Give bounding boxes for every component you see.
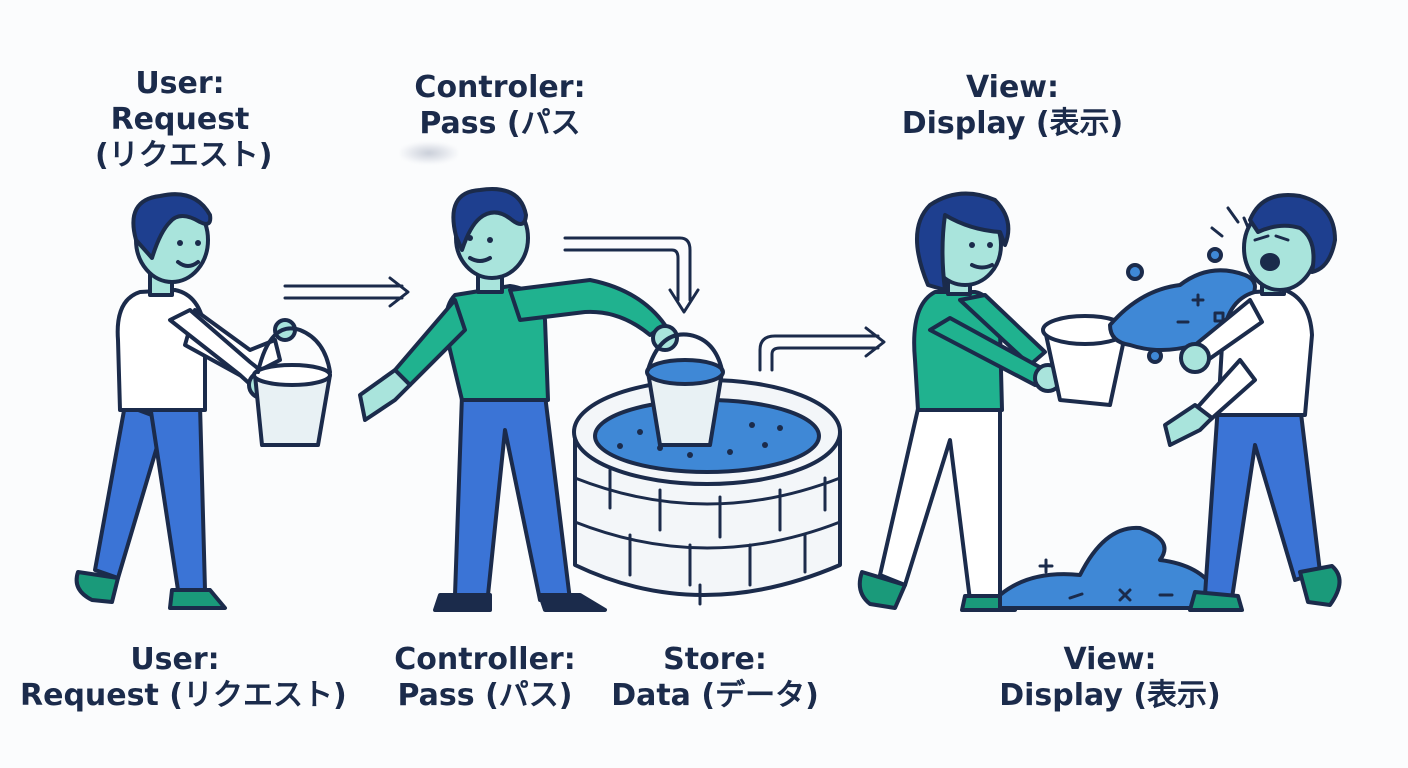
arrow-shaft — [285, 286, 402, 298]
controller-eye-2 — [487, 237, 493, 243]
water-puddle — [1000, 528, 1215, 608]
controller-legs — [455, 395, 570, 600]
controller-hand-left — [360, 370, 410, 420]
user-back-shoe — [77, 572, 118, 602]
man-legs — [1205, 405, 1320, 598]
controller-bucket-water — [647, 360, 723, 384]
arrow-shaft — [760, 336, 878, 370]
puddle-wave — [1000, 528, 1215, 608]
man-hand-upper — [1181, 344, 1209, 372]
man-mouth-open — [1262, 255, 1278, 269]
surprise-lines — [1212, 208, 1250, 236]
splash-drop — [1149, 350, 1161, 362]
man-shoe-right — [1300, 566, 1340, 605]
arrow-head — [866, 328, 884, 356]
woman-legs — [880, 400, 1000, 600]
splash-drop — [1209, 249, 1221, 261]
user-figure — [77, 194, 330, 608]
user-eye — [177, 240, 183, 246]
controller-shoe-left — [435, 595, 490, 610]
man-hand-lower — [1165, 405, 1212, 445]
splash-drop — [1128, 265, 1142, 279]
arrow-user-to-controller — [285, 278, 408, 306]
woman-eye-2 — [987, 242, 993, 248]
user-eye-2 — [195, 240, 201, 246]
woman-eye — [969, 242, 975, 248]
view-woman-figure — [860, 194, 1061, 610]
arrow-head — [670, 290, 698, 312]
controller-shoe-right — [540, 595, 605, 610]
user-front-shoe — [170, 590, 225, 608]
user-bucket-rim — [254, 365, 330, 385]
arrow-store-to-view — [760, 328, 884, 370]
controller-eye — [467, 235, 473, 241]
arrow-head — [390, 278, 408, 306]
user-front-leg — [150, 405, 205, 590]
view-man-figure — [1165, 195, 1340, 610]
man-shoe-left — [1190, 592, 1242, 610]
